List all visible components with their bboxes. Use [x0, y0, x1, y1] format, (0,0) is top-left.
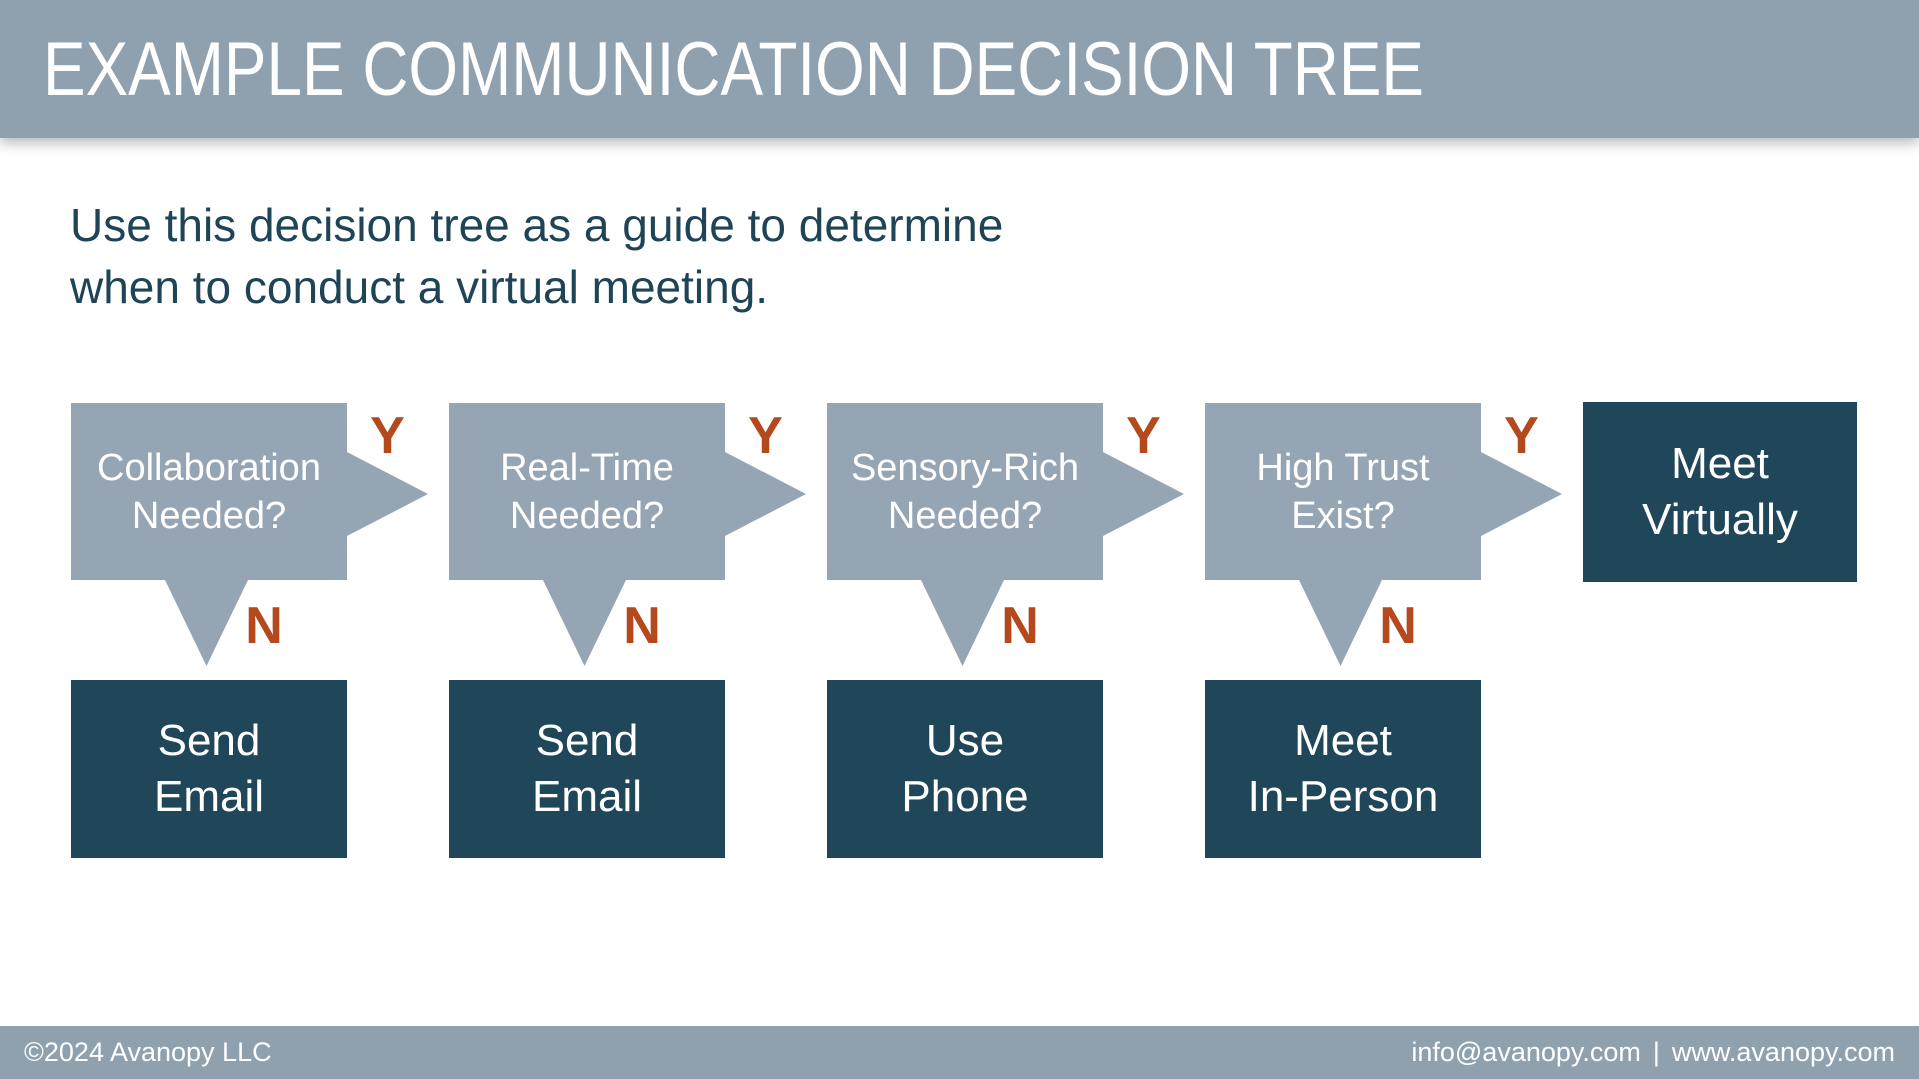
- result-box-send-email-2: Send Email: [449, 680, 725, 858]
- result-line-2: Phone: [901, 772, 1029, 821]
- question-line-2: Needed?: [887, 494, 1043, 537]
- intro-line-2: when to conduct a virtual meeting.: [70, 261, 769, 313]
- page-title: EXAMPLE COMMUNICATION DECISION TREE: [43, 26, 1425, 112]
- question-node-high-trust: High Trust Exist? Y N: [1205, 403, 1562, 666]
- title-bar: EXAMPLE COMMUNICATION DECISION TREE: [0, 0, 1919, 138]
- result-box-use-phone: Use Phone: [827, 680, 1103, 858]
- question-box: Real-Time Needed?: [449, 403, 725, 580]
- result-box-meet-in-person: Meet In-Person: [1205, 680, 1481, 858]
- result-line-1: Use: [925, 716, 1005, 765]
- intro-text: Use this decision tree as a guide to det…: [70, 194, 1003, 318]
- footer-separator: |: [1652, 1037, 1660, 1067]
- intro-line-1: Use this decision tree as a guide to det…: [70, 199, 1004, 251]
- question-line-1: High Trust: [1256, 446, 1430, 489]
- result-line-1: Send: [535, 716, 639, 765]
- result-line-1: Send: [157, 716, 261, 765]
- yes-label: Y: [748, 407, 783, 465]
- footer-website: www.avanopy.com: [1671, 1037, 1895, 1067]
- footer-bar: ©2024 Avanopy LLC info@avanopy.com | www…: [0, 1026, 1919, 1079]
- question-line-1: Sensory-Rich: [850, 446, 1080, 489]
- question-node-collaboration: Collaboration Needed? Y N: [71, 403, 428, 666]
- no-label: N: [245, 597, 283, 655]
- question-box: High Trust Exist?: [1205, 403, 1481, 580]
- question-line-2: Needed?: [509, 494, 665, 537]
- result-box-meet-virtually: Meet Virtually: [1583, 402, 1857, 582]
- question-line-2: Needed?: [131, 494, 287, 537]
- footer-email: info@avanopy.com: [1411, 1037, 1641, 1067]
- question-line-1: Collaboration: [97, 446, 321, 489]
- question-box: Collaboration Needed?: [71, 403, 347, 580]
- result-line-1: Meet: [1294, 716, 1392, 765]
- result-line-1: Meet: [1671, 439, 1769, 488]
- yes-label: Y: [1126, 407, 1161, 465]
- no-label: N: [1001, 597, 1039, 655]
- no-label: N: [1379, 597, 1417, 655]
- result-line-2: Virtually: [1642, 495, 1798, 544]
- result-box-send-email-1: Send Email: [71, 680, 347, 858]
- copyright-text: ©2024 Avanopy LLC: [24, 1037, 272, 1067]
- yes-label: Y: [1504, 407, 1539, 465]
- question-node-real-time: Real-Time Needed? Y N: [449, 403, 806, 666]
- result-line-2: Email: [153, 772, 265, 821]
- no-label: N: [623, 597, 661, 655]
- result-line-2: Email: [531, 772, 643, 821]
- question-box: Sensory-Rich Needed?: [827, 403, 1103, 580]
- question-line-1: Real-Time: [500, 446, 674, 489]
- footer-contact: info@avanopy.com | www.avanopy.com: [1411, 1037, 1895, 1068]
- result-line-2: In-Person: [1247, 772, 1439, 821]
- yes-label: Y: [370, 407, 405, 465]
- question-node-sensory-rich: Sensory-Rich Needed? Y N: [827, 403, 1184, 666]
- question-line-2: Exist?: [1291, 494, 1395, 537]
